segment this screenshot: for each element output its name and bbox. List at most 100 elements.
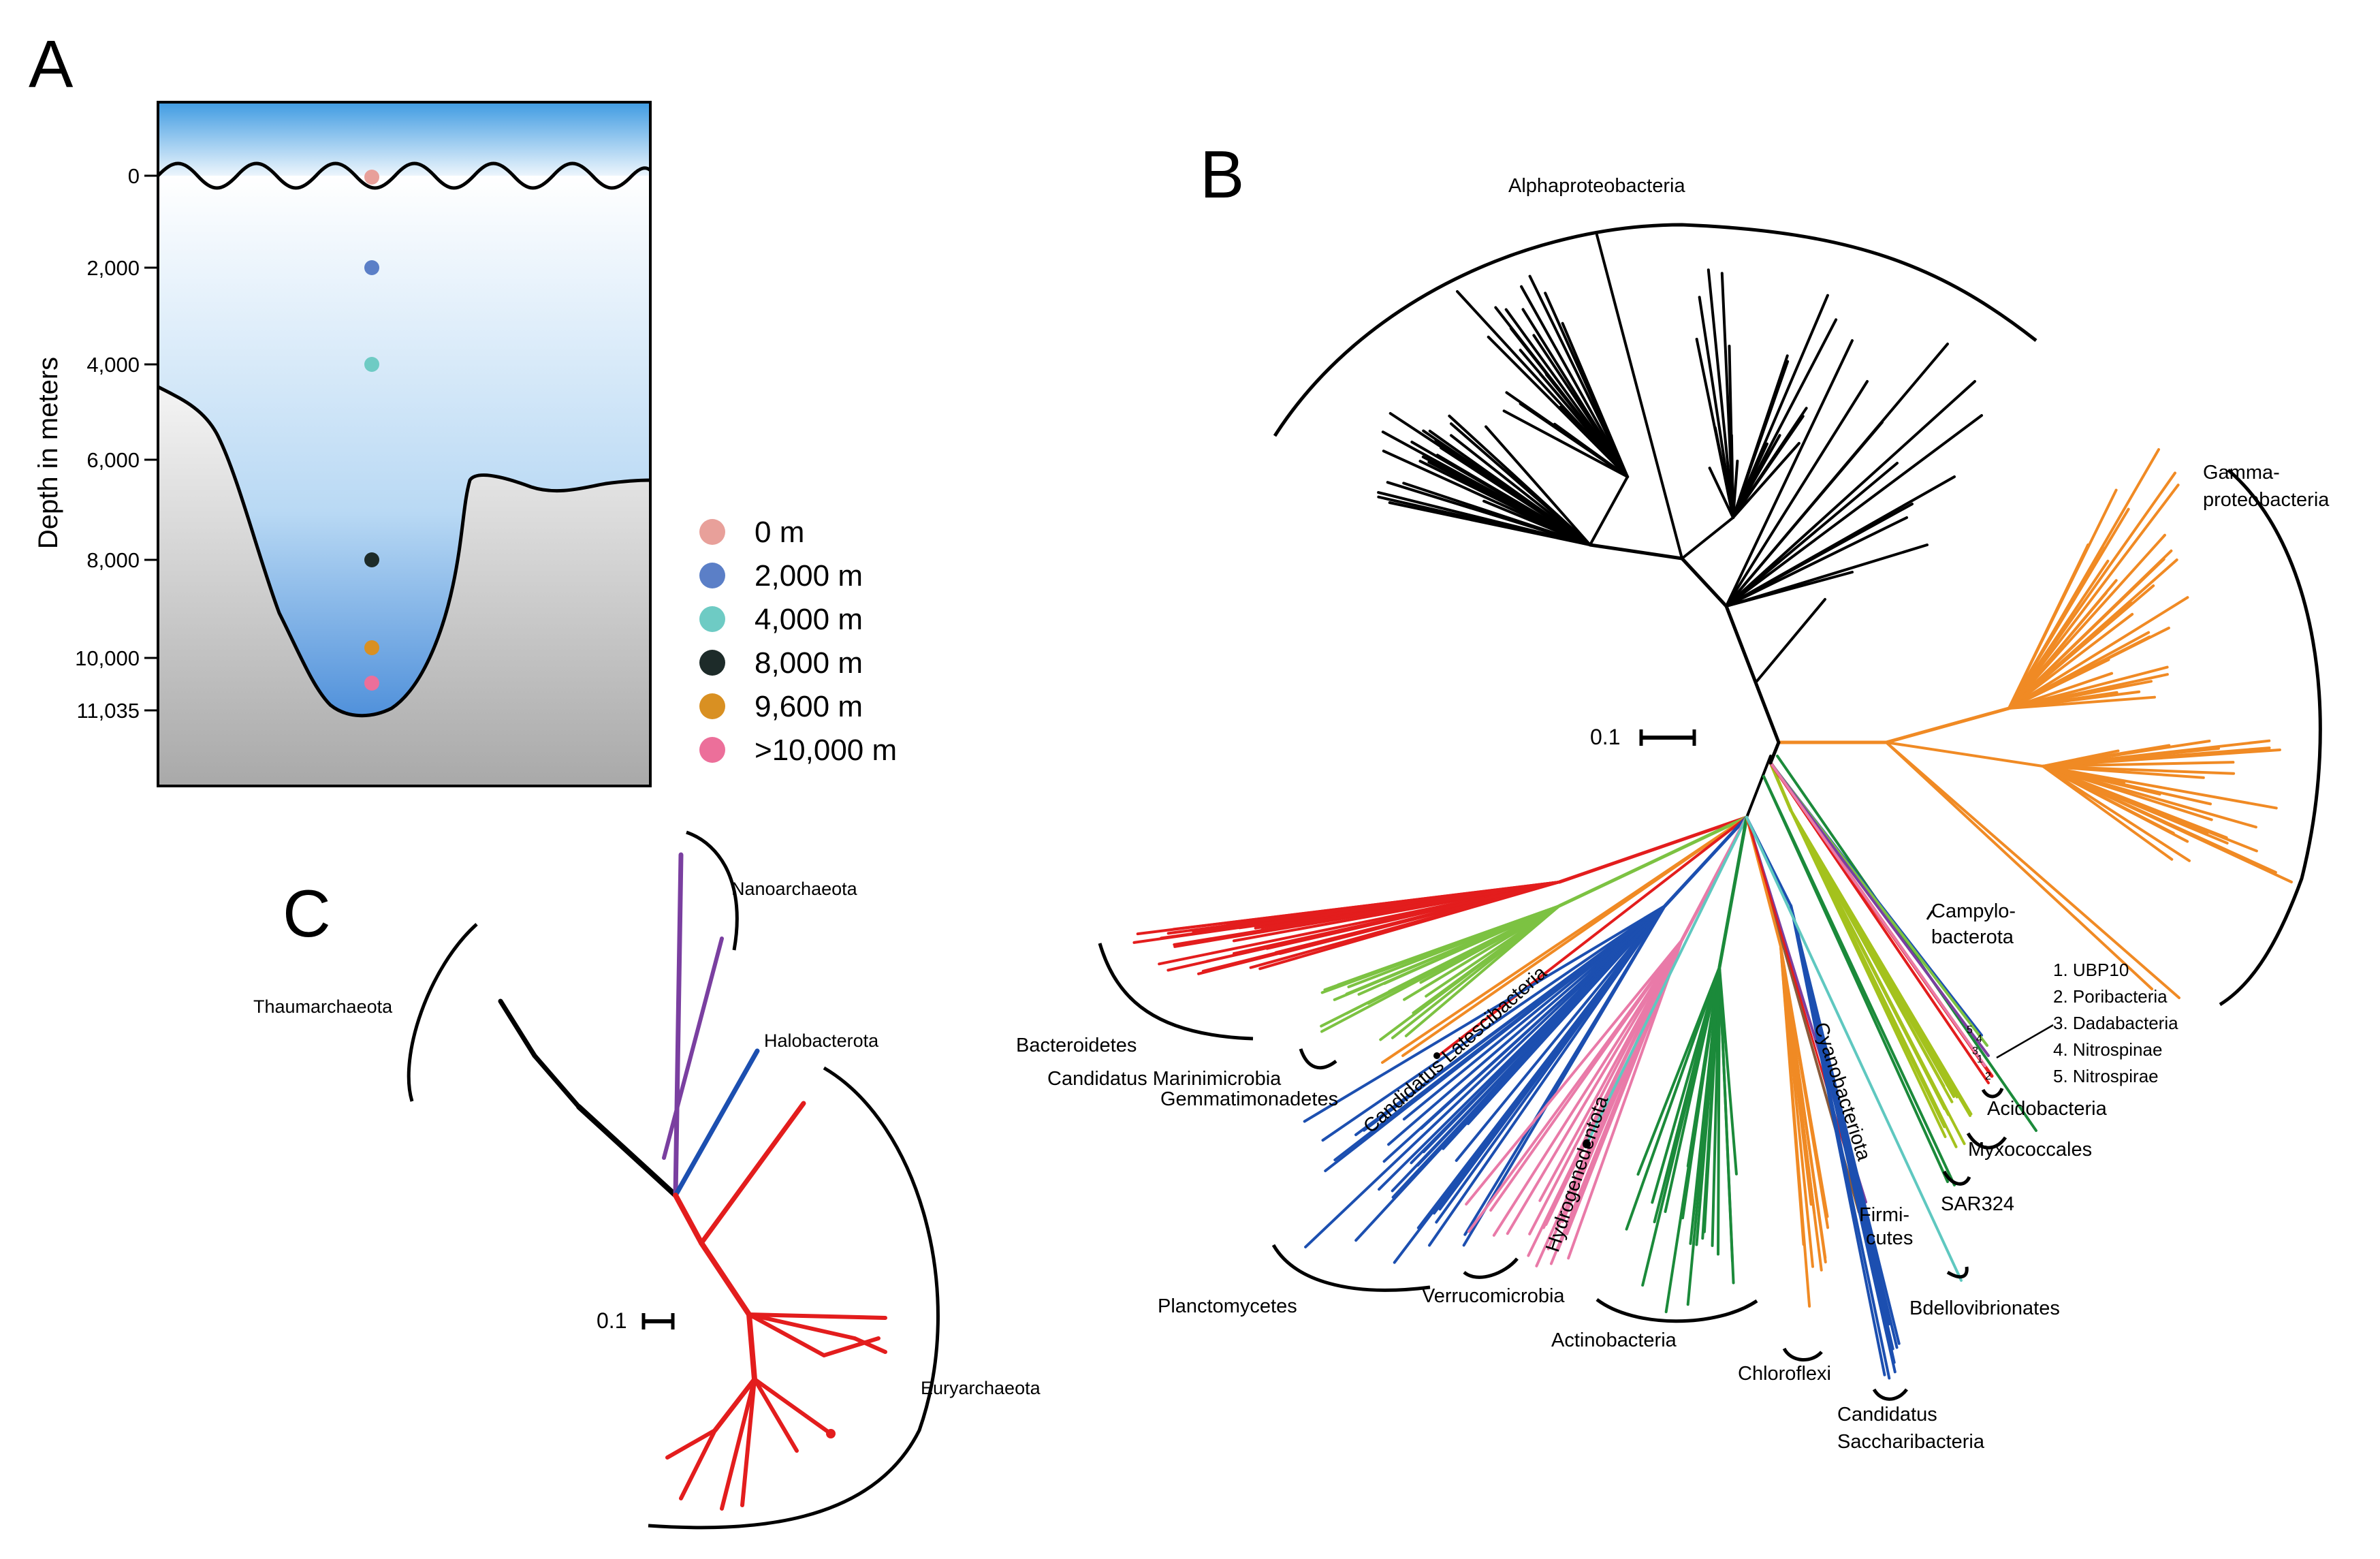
- branch: [1428, 904, 1666, 1247]
- clade-bracket-marinimicrobia: [1299, 1048, 1337, 1070]
- label-firmicutes-2: cutes: [1866, 1227, 1913, 1249]
- branch: [1304, 904, 1666, 1248]
- label-nanoarchaeota: Nanoarchaeota: [731, 879, 858, 899]
- branch: [1711, 966, 1721, 1247]
- branch: [1506, 939, 1683, 1235]
- label-saccharibacteria-2: Saccharibacteria: [1837, 1431, 1985, 1453]
- branch: [1367, 904, 1561, 1005]
- branch: [1303, 904, 1666, 1123]
- label-actinobacteria: Actinobacteria: [1551, 1329, 1677, 1351]
- tick-label: 0: [128, 164, 140, 188]
- branch: [2008, 596, 2189, 710]
- branch: [752, 1377, 799, 1453]
- key-item-5: 5. Nitrospirae: [2053, 1066, 2159, 1086]
- sky-band: [158, 102, 650, 184]
- sample-point: [364, 640, 379, 655]
- branch: [1420, 904, 1666, 1130]
- tick-label: 8,000: [86, 548, 140, 572]
- branch: [2008, 673, 2169, 710]
- label-thaumarchaeota: Thaumarchaeota: [253, 996, 393, 1017]
- branch: [1779, 945, 1814, 1268]
- tick-label: 11,035: [76, 699, 140, 723]
- clade-bracket-verrucomicrobia: [1463, 1257, 1519, 1279]
- branch: [1588, 543, 1684, 561]
- label-bacteroidetes: Bacteroidetes: [1016, 1035, 1137, 1056]
- branch: [2042, 765, 2191, 862]
- branch: [1449, 434, 1591, 546]
- branch: [2042, 765, 2213, 821]
- legend-swatch: [699, 606, 725, 632]
- key-item-2: 2. Poribacteria: [2053, 986, 2168, 1007]
- branch: [1589, 475, 1629, 546]
- branch: [1485, 425, 1591, 546]
- branch: [1745, 755, 1772, 819]
- branch-number-3: 3: [1972, 1045, 1978, 1057]
- branch: [1725, 414, 1983, 608]
- branch: [1724, 604, 1781, 744]
- plot-frame: [157, 101, 652, 787]
- branch: [1585, 816, 1748, 1146]
- branch: [1745, 816, 1859, 1193]
- branch: [1707, 268, 1734, 519]
- branch: [2008, 543, 2090, 710]
- branch: [2042, 765, 2293, 883]
- branch: [2042, 761, 2235, 768]
- branch: [1528, 274, 1629, 478]
- branch: [2008, 635, 2151, 710]
- branch: [1455, 904, 1666, 1162]
- clade-bracket-actinobacteria: [1596, 1298, 1758, 1323]
- branch: [679, 1428, 717, 1500]
- branch: [1663, 815, 1749, 908]
- branch: [1790, 809, 1946, 1088]
- tick-label: 4,000: [86, 353, 140, 377]
- branch: [673, 1193, 704, 1246]
- sample-points: [364, 170, 379, 691]
- branch: [498, 998, 537, 1058]
- branch: [1790, 809, 1946, 1129]
- branch: [1651, 966, 1721, 1204]
- branch: [1725, 475, 1956, 608]
- legend-swatch: [699, 563, 725, 588]
- clade-bracket-acidobacteria: [1981, 1087, 2004, 1099]
- branch: [1596, 234, 1683, 560]
- branch: [1717, 815, 1749, 969]
- branch: [1320, 904, 1561, 994]
- branch: [1762, 775, 1949, 1183]
- key-item-1: 1. UBP10: [2053, 960, 2129, 980]
- clade-bracket-chloroflexi: [1782, 1347, 1823, 1361]
- label-acidobacteria: Acidobacteria: [1987, 1098, 2108, 1120]
- legend-label: 2,000 m: [755, 559, 863, 593]
- clade-bracket-saccharibacteria: [1872, 1388, 1908, 1401]
- branch: [1492, 939, 1683, 1237]
- clade-bracket-myxococcales: [1966, 1132, 2008, 1150]
- branch: [1718, 966, 1735, 1285]
- legend-label: 4,000 m: [755, 603, 863, 636]
- terminal-node: [1583, 1140, 1591, 1148]
- depth-profile: [157, 101, 652, 787]
- branch: [1403, 904, 1561, 1001]
- branch: [2042, 765, 2174, 861]
- label-chloroflexi: Chloroflexi: [1738, 1363, 1831, 1385]
- branch: [1557, 815, 1749, 884]
- branch: [477, 1008, 535, 1056]
- label-saccharibacteria-1: Candidatus: [1837, 1404, 1937, 1426]
- branch: [747, 1312, 826, 1357]
- branch: [1725, 462, 1899, 608]
- branch: [1732, 441, 1800, 519]
- tick-label: 10,000: [75, 646, 140, 670]
- branch-number-2: 2: [1985, 1071, 1991, 1082]
- branch: [1884, 706, 2011, 744]
- bacterial-tree: [1098, 223, 2322, 1401]
- branch: [1885, 741, 2180, 999]
- legend-swatch: [699, 693, 725, 719]
- panel-b-letter: B: [1200, 137, 1244, 212]
- key-leader-line: [1996, 1024, 2054, 1059]
- branch: [1725, 516, 1908, 608]
- branch: [1769, 761, 1990, 1057]
- label-planctomycetes: Planctomycetes: [1158, 1295, 1297, 1317]
- branch: [1725, 343, 1949, 608]
- branch: [1509, 327, 1629, 478]
- branch: [1535, 939, 1683, 1267]
- branch: [1416, 904, 1666, 1229]
